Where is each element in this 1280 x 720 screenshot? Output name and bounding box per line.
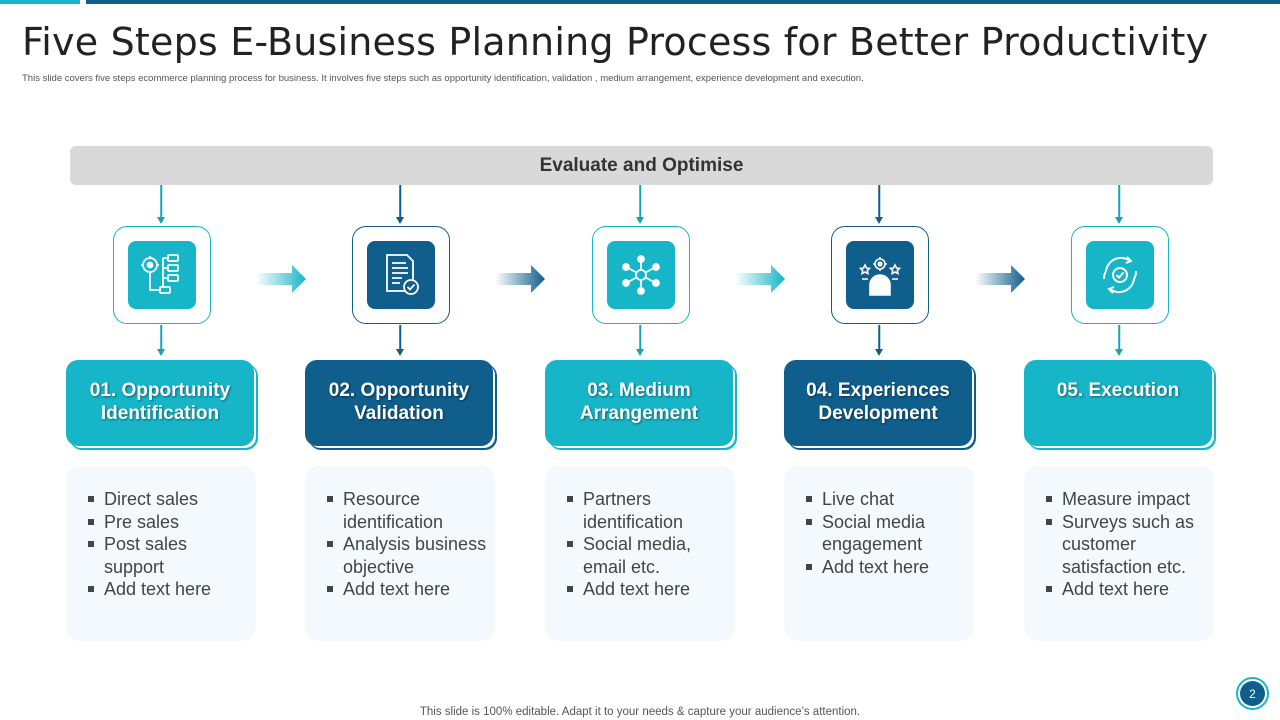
- connector-line: [1118, 185, 1120, 219]
- arrow-down-icon: [157, 217, 165, 224]
- connector-line: [399, 185, 401, 219]
- step-title-line: 05. Execution: [1056, 380, 1180, 401]
- list-item: Direct sales: [86, 488, 248, 511]
- step-title-line: 01. Opportunity: [89, 380, 231, 401]
- arrow-down-icon: [157, 349, 165, 356]
- document-check-icon: [367, 241, 435, 309]
- list-item: Add text here: [804, 556, 966, 579]
- slide-footer: This slide is 100% editable. Adapt it to…: [419, 706, 861, 718]
- step-description: Resource identification Analysis busines…: [305, 466, 495, 641]
- top-accent-bar: [0, 0, 80, 4]
- chevron-right-icon: [735, 265, 785, 293]
- list-item: Post sales support: [86, 533, 248, 578]
- list-item: Add text here: [86, 578, 248, 601]
- connector-line: [160, 185, 162, 219]
- slide-subtitle: This slide covers five steps ecommerce p…: [22, 73, 864, 84]
- chevron-right-icon: [495, 265, 545, 293]
- top-rule: [86, 0, 1280, 4]
- step-title-line: 03. Medium: [587, 380, 691, 401]
- list-item: Add text here: [1044, 578, 1206, 601]
- list-item: Social media, email etc.: [565, 533, 727, 578]
- cycle-check-icon: [1086, 241, 1154, 309]
- arrow-down-icon: [875, 349, 883, 356]
- icon-frame: [1071, 226, 1169, 324]
- connector-line: [639, 325, 641, 353]
- icon-frame: [113, 226, 211, 324]
- chevron-right-icon: [256, 265, 306, 293]
- list-item: Live chat: [804, 488, 966, 511]
- network-hub-icon: [607, 241, 675, 309]
- arrow-down-icon: [636, 217, 644, 224]
- list-item: Social media engagement: [804, 511, 966, 556]
- arrow-down-icon: [396, 349, 404, 356]
- list-item: Add text here: [565, 578, 727, 601]
- connector-line: [160, 325, 162, 353]
- step-description: Live chat Social media engagement Add te…: [784, 466, 974, 641]
- arrow-down-icon: [875, 217, 883, 224]
- arrow-down-icon: [1115, 217, 1123, 224]
- step-title-line: Arrangement: [579, 403, 699, 424]
- org-chart-gear-icon: [128, 241, 196, 309]
- step-title-line: Validation: [354, 403, 444, 424]
- list-item: Analysis business objective: [325, 533, 487, 578]
- connector-line: [639, 185, 641, 219]
- step-title-line: 04. Experiences: [806, 380, 950, 401]
- step-title-line: 02. Opportunity: [328, 380, 470, 401]
- page-number: 2: [1240, 681, 1265, 706]
- list-item: Pre sales: [86, 511, 248, 534]
- step-title-line: Development: [818, 403, 938, 424]
- connector-line: [1118, 325, 1120, 353]
- arrow-down-icon: [636, 349, 644, 356]
- connector-line: [399, 325, 401, 353]
- slide-title: Five Steps E-Business Planning Process f…: [22, 20, 1209, 64]
- list-item: Partners identification: [565, 488, 727, 533]
- connector-line: [878, 185, 880, 219]
- step-title-box: 05. Execution: [1024, 360, 1212, 446]
- page-number-badge: 2: [1236, 677, 1269, 710]
- list-item: Surveys such as customer satisfaction et…: [1044, 511, 1206, 579]
- evaluate-banner: Evaluate and Optimise: [70, 146, 1213, 185]
- step-description: Partners identification Social media, em…: [545, 466, 735, 641]
- list-item: Measure impact: [1044, 488, 1206, 511]
- list-item: Resource identification: [325, 488, 487, 533]
- step-column-5: 05. Execution Measure impact Surveys suc…: [1024, 185, 1214, 645]
- step-description: Direct sales Pre sales Post sales suppor…: [66, 466, 256, 641]
- connector-line: [878, 325, 880, 353]
- person-ideas-icon: [846, 241, 914, 309]
- chevron-right-icon: [975, 265, 1025, 293]
- icon-frame: [352, 226, 450, 324]
- icon-frame: [592, 226, 690, 324]
- arrow-down-icon: [1115, 349, 1123, 356]
- arrow-down-icon: [396, 217, 404, 224]
- step-description: Measure impact Surveys such as customer …: [1024, 466, 1214, 641]
- step-title-line: Identification: [100, 403, 220, 424]
- list-item: Add text here: [325, 578, 487, 601]
- icon-frame: [831, 226, 929, 324]
